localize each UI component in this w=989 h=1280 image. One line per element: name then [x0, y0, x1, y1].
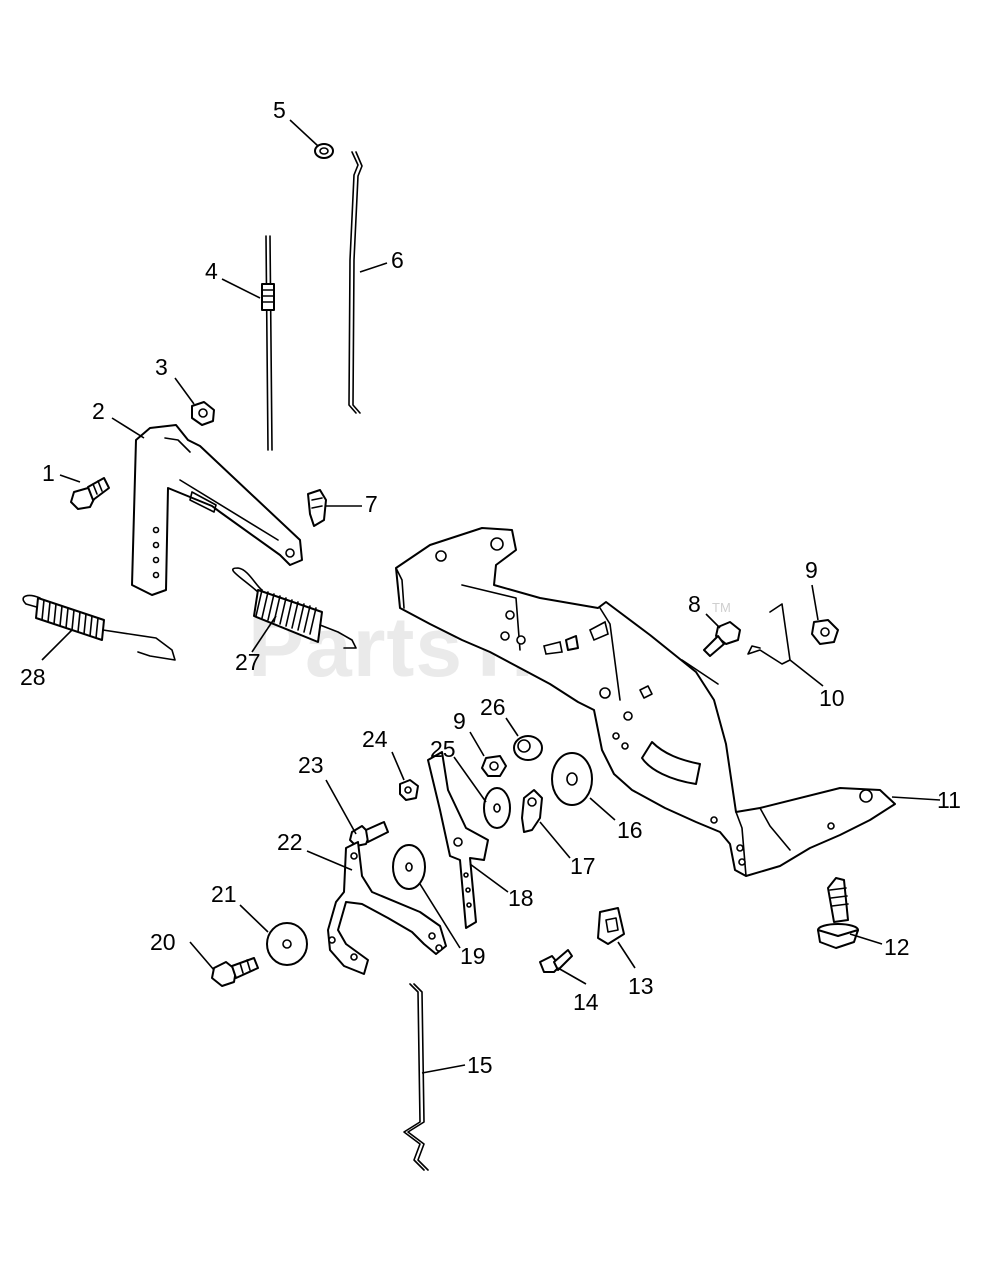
callout-5[interactable]: 5 [273, 97, 286, 123]
part-22-bracket[interactable] [327, 841, 447, 975]
part-14-screw[interactable] [539, 949, 573, 973]
part-3-nut[interactable] [191, 401, 215, 426]
callout-11[interactable]: 11 [937, 787, 961, 813]
callout-28[interactable]: 28 [20, 664, 46, 690]
callout-15[interactable]: 15 [467, 1052, 493, 1078]
callout-3[interactable]: 3 [155, 354, 168, 380]
callout-7[interactable]: 7 [365, 491, 378, 517]
part-18-arm[interactable] [427, 751, 489, 929]
callout-17[interactable]: 17 [570, 853, 596, 879]
part-8-screw[interactable] [703, 621, 741, 657]
part-11-control-plate[interactable] [395, 527, 896, 877]
callout-4[interactable]: 4 [205, 258, 218, 284]
part-9-nut-right[interactable] [811, 619, 839, 645]
part-19-washer[interactable] [392, 844, 426, 890]
part-9-nut-center[interactable] [481, 755, 507, 777]
callout-22[interactable]: 22 [277, 829, 303, 855]
callout-20[interactable]: 20 [150, 929, 176, 955]
part-24-nut[interactable] [399, 779, 419, 801]
callout-14[interactable]: 14 [573, 989, 599, 1015]
callout-labels: 1 2 3 4 5 6 7 8 9 9 10 11 12 13 14 15 16… [20, 97, 961, 1078]
part-28-spring[interactable] [22, 594, 176, 661]
callout-10[interactable]: 10 [819, 685, 845, 711]
callout-24[interactable]: 24 [362, 726, 388, 752]
callout-26[interactable]: 26 [480, 694, 506, 720]
callout-21[interactable]: 21 [211, 881, 237, 907]
part-4-rod[interactable] [261, 235, 275, 451]
callout-13[interactable]: 13 [628, 973, 654, 999]
part-20-bolt[interactable] [211, 957, 259, 987]
part-1-bolt[interactable] [70, 477, 110, 510]
part-26-bushing[interactable] [513, 735, 543, 761]
callout-9-right[interactable]: 9 [805, 557, 818, 583]
part-16-washer[interactable] [551, 752, 593, 806]
callout-25[interactable]: 25 [430, 736, 456, 762]
part-25-washer[interactable] [483, 787, 511, 829]
callout-12[interactable]: 12 [884, 934, 910, 960]
callout-2[interactable]: 2 [92, 398, 105, 424]
part-7-clip[interactable] [307, 489, 327, 527]
callout-16[interactable]: 16 [617, 817, 643, 843]
callout-8[interactable]: 8 [688, 591, 701, 617]
leader-lines [41, 119, 941, 1074]
part-21-spacer[interactable] [266, 922, 308, 966]
part-6-rod[interactable] [348, 151, 363, 414]
part-5-clip[interactable] [314, 143, 334, 159]
callout-6[interactable]: 6 [391, 247, 404, 273]
part-13-clip[interactable] [597, 907, 625, 945]
callout-1[interactable]: 1 [42, 460, 55, 486]
callout-19[interactable]: 19 [460, 943, 486, 969]
callout-9-center[interactable]: 9 [453, 708, 466, 734]
part-12-bolt[interactable] [817, 877, 859, 949]
callout-27[interactable]: 27 [235, 649, 261, 675]
part-10-wire[interactable] [747, 603, 791, 665]
part-27-spring[interactable] [232, 567, 357, 649]
callout-23[interactable]: 23 [298, 752, 324, 778]
watermark-trademark: TM [712, 600, 731, 615]
callout-18[interactable]: 18 [508, 885, 534, 911]
part-17-lever[interactable] [521, 789, 543, 833]
part-15-rod[interactable] [403, 983, 429, 1171]
part-2-lever[interactable] [131, 424, 303, 596]
